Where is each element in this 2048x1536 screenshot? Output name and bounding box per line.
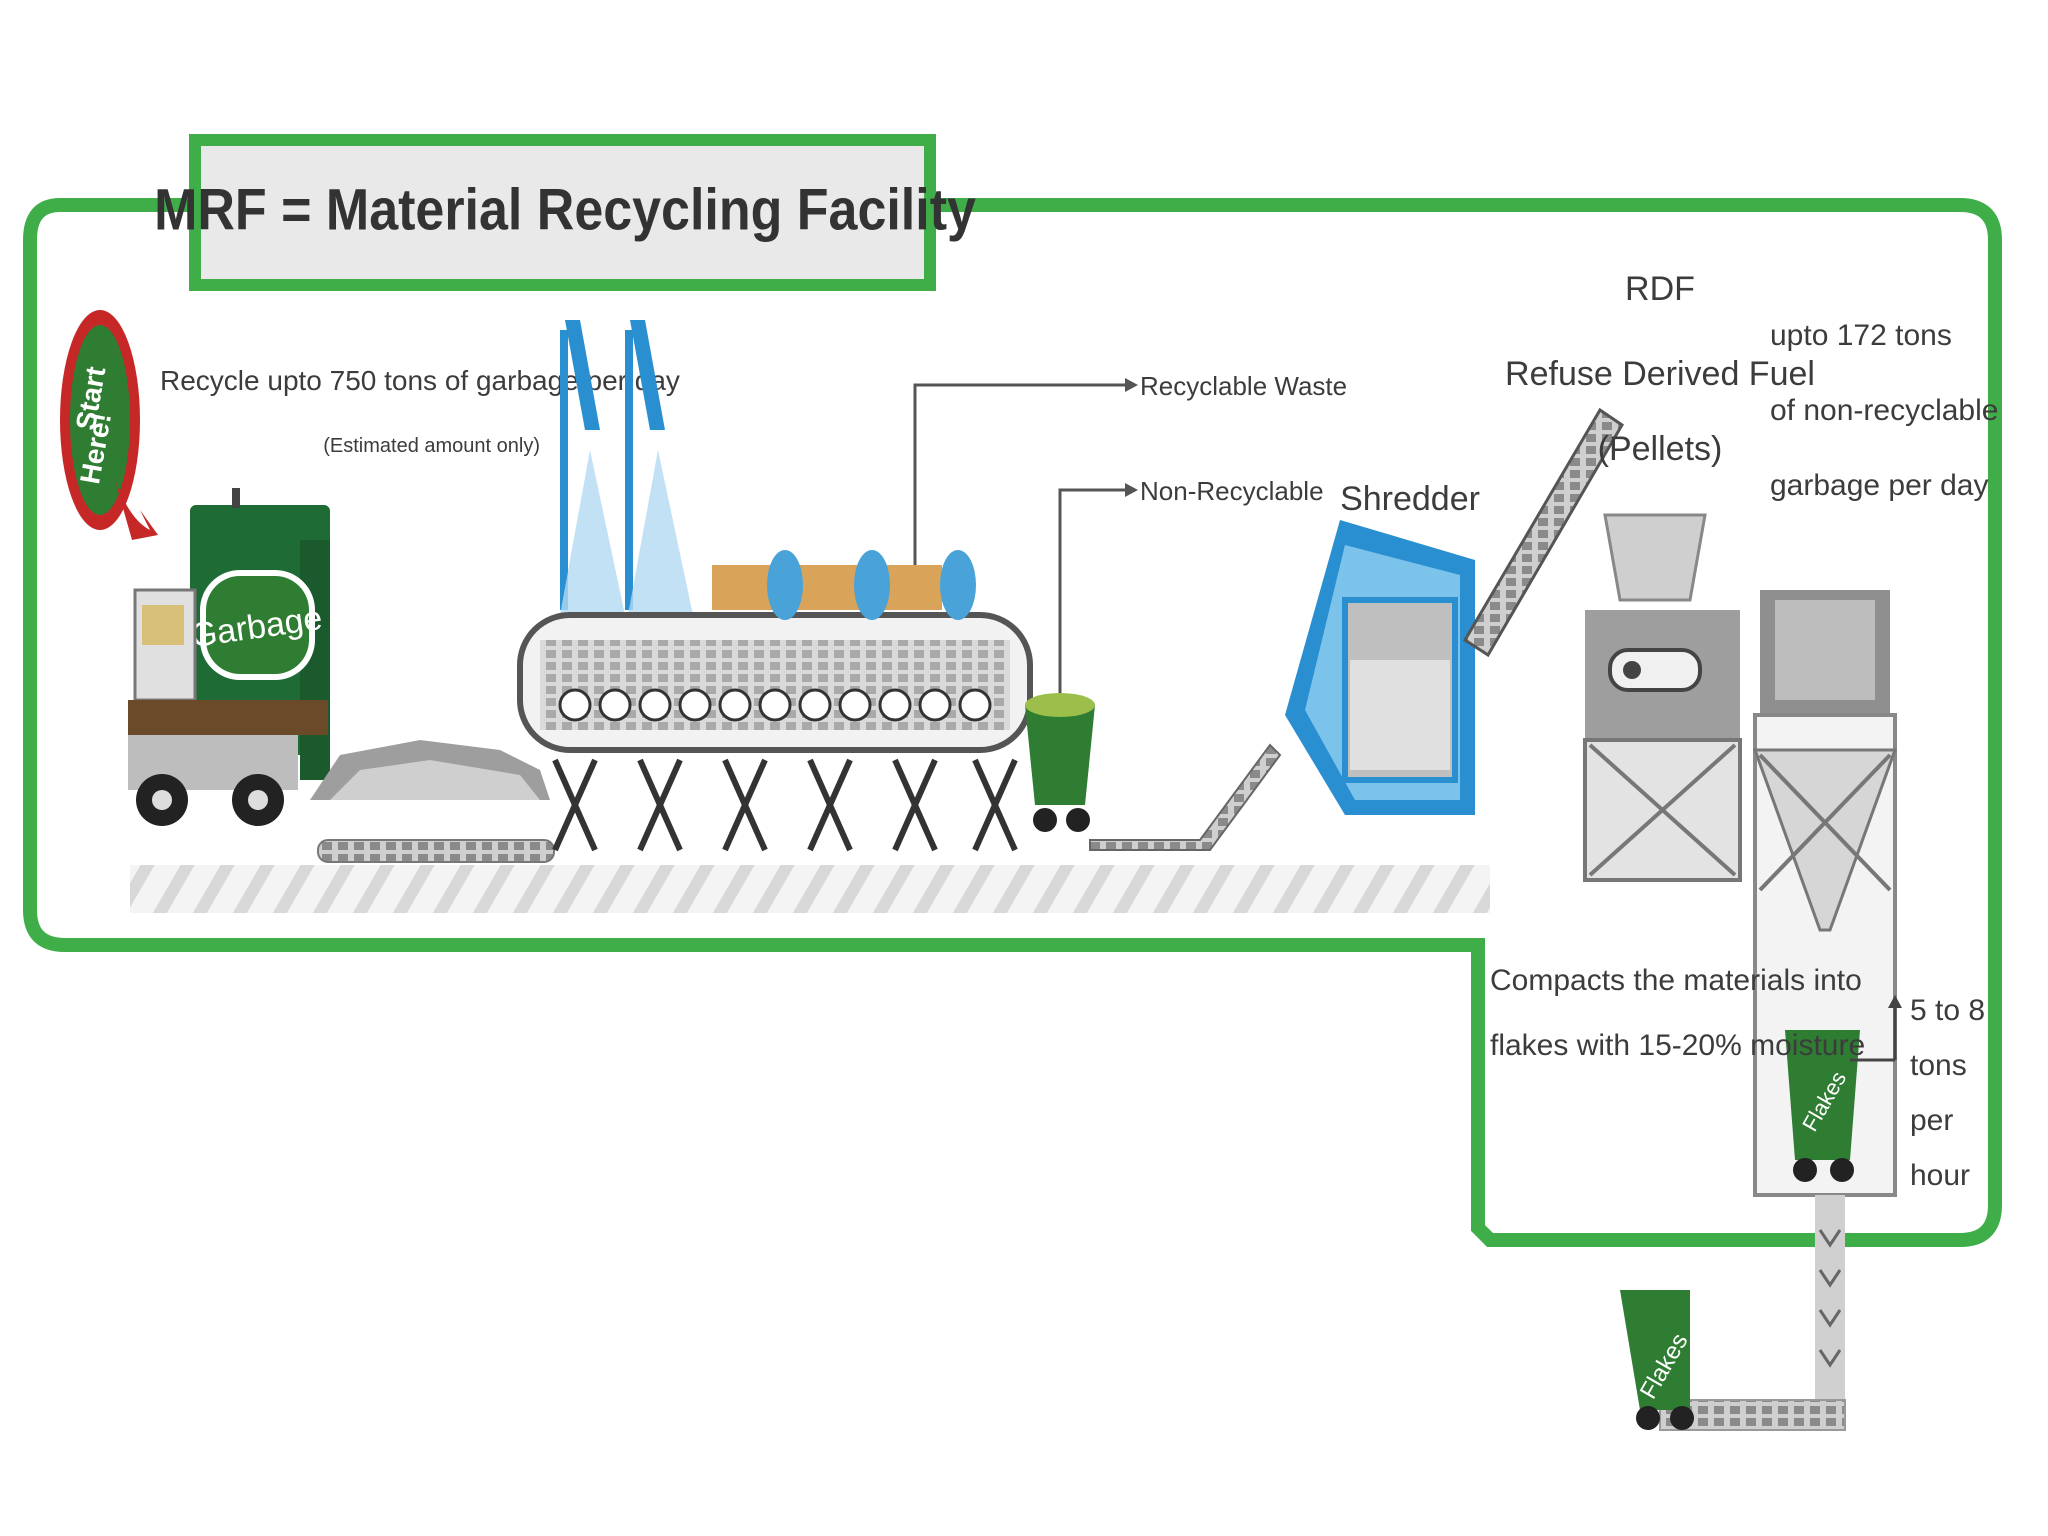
- shredder-label: Shredder: [1340, 480, 1480, 518]
- discharge-chute: [1659, 1195, 1846, 1431]
- flakes-rate-1: 5 to 8: [1910, 994, 1985, 1027]
- output-arrows: [913, 383, 1125, 700]
- ground-stripes: [130, 865, 1490, 913]
- flakes-cart: Flakes: [1620, 1290, 1694, 1430]
- pellet-press: [1583, 513, 1742, 882]
- pellet-conveyor: [1462, 407, 1624, 658]
- non-recyclable-arrow-icon: [1125, 483, 1138, 497]
- flake-compactor: Flakes: [1752, 590, 1898, 1197]
- rdf-pellets: (Pellets): [1598, 430, 1723, 468]
- compacts-line-2: flakes with 15-20% moisture: [1490, 1029, 1865, 1062]
- non-recyclable-label: Non-Recyclable: [1140, 476, 1324, 506]
- flakes-rate-3: per: [1910, 1104, 1953, 1137]
- incline-conveyor: [1089, 743, 1282, 851]
- collection-cart: [1025, 693, 1095, 832]
- sorting-conveyor: [517, 550, 1033, 852]
- compacts-line-1: Compacts the materials into: [1490, 964, 1862, 997]
- flakes-rate-4: hour: [1910, 1159, 1970, 1192]
- rate-arrow-icon: [1888, 995, 1902, 1008]
- rdf-label: RDF: [1625, 270, 1695, 308]
- non-recyclable-amount-2: of non-recyclable: [1770, 394, 1998, 427]
- recyclable-label: Recyclable Waste: [1140, 371, 1347, 401]
- water-sprayers: [560, 320, 693, 615]
- non-recyclable-amount-1: upto 172 tons: [1770, 319, 1952, 352]
- non-recyclable-amount-3: garbage per day: [1770, 469, 1989, 502]
- capacity-note: (Estimated amount only): [323, 435, 540, 457]
- facility-frame: [23, 198, 2002, 1247]
- start-here-badge: Start Here!: [60, 310, 158, 540]
- capacity-text: Recycle upto 750 tons of garbage per day: [160, 365, 680, 396]
- page-title: MRF = Material Recycling Facility: [154, 177, 976, 242]
- title-box: MRF = Material Recycling Facility: [154, 134, 976, 291]
- rdf-fullname: Refuse Derived Fuel: [1505, 355, 1815, 393]
- feeder-belt: [310, 740, 555, 863]
- start-arrow-icon: [115, 480, 158, 540]
- shredder-machine: [1285, 520, 1475, 815]
- recyclable-arrow-icon: [1125, 378, 1138, 392]
- garbage-truck: Garbage: [128, 488, 330, 826]
- flakes-rate-2: tons: [1910, 1049, 1967, 1082]
